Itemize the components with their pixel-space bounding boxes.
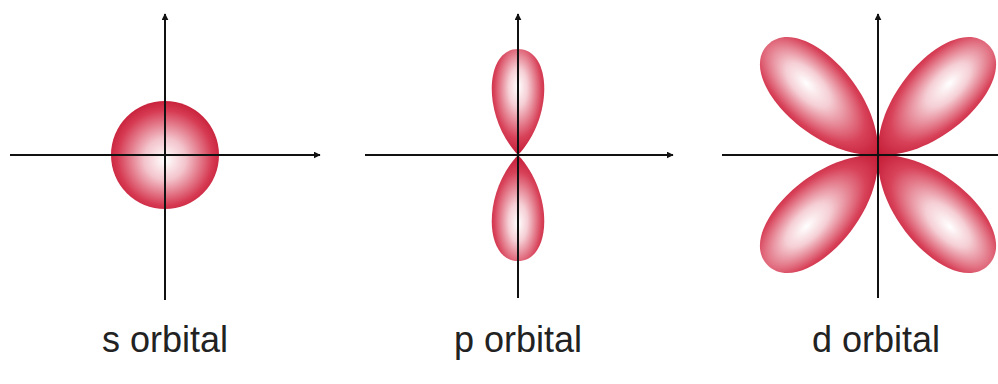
d-orbital-lobe — [853, 130, 998, 291]
y-axis — [164, 14, 166, 300]
d-orbital-lobe — [742, 130, 903, 291]
orbital-label: s orbital — [102, 318, 228, 361]
orbital-label: p orbital — [454, 318, 582, 361]
p-orbital-figure — [365, 14, 673, 298]
orbital-label: d orbital — [812, 318, 940, 361]
d-orbital-figure — [722, 14, 998, 298]
y-axis — [517, 14, 519, 298]
x-axis — [722, 154, 998, 156]
s-orbital-figure — [10, 14, 320, 300]
y-axis — [877, 14, 879, 298]
